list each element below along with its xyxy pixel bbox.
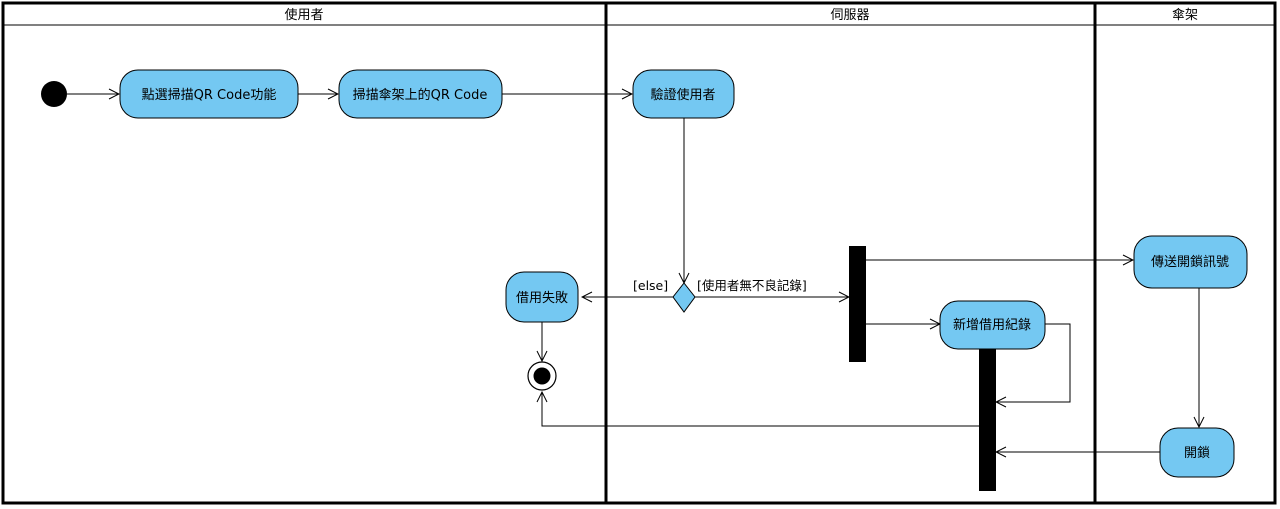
action-borrow-fail	[505, 271, 579, 323]
action-add-record	[939, 300, 1046, 350]
action-send-unlock-label: 傳送開鎖訊號	[1151, 254, 1229, 270]
action-select-scan	[119, 69, 299, 119]
action-scan-qr-label: 掃描傘架上的QR Code	[353, 87, 488, 103]
action-send-unlock	[1133, 235, 1248, 289]
flow-add-record-to-join	[996, 323, 1071, 402]
action-unlock-label: 開鎖	[1184, 445, 1210, 461]
action-borrow-fail-label: 借用失敗	[516, 291, 568, 306]
guard-no-bad-record: [使用者無不良記錄]	[697, 278, 807, 293]
action-unlock	[1159, 427, 1235, 478]
lane-title-user: 使用者	[284, 7, 323, 23]
fork-bar	[849, 246, 866, 362]
action-verify-user-label: 驗證使用者	[650, 87, 715, 103]
action-verify-user	[632, 69, 735, 119]
flow-join-to-final	[542, 392, 979, 427]
guard-else: [else]	[633, 278, 668, 293]
action-scan-qr	[338, 69, 503, 119]
join-bar	[979, 347, 996, 491]
initial-node	[41, 81, 67, 107]
action-add-record-label: 新增借用紀錄	[953, 317, 1031, 333]
lane-title-server: 伺服器	[830, 8, 869, 23]
action-select-scan-label: 點選掃描QR Code功能	[142, 87, 277, 103]
final-node-core	[533, 367, 551, 385]
decision-node	[672, 282, 696, 313]
lane-title-rack: 傘架	[1172, 8, 1198, 23]
